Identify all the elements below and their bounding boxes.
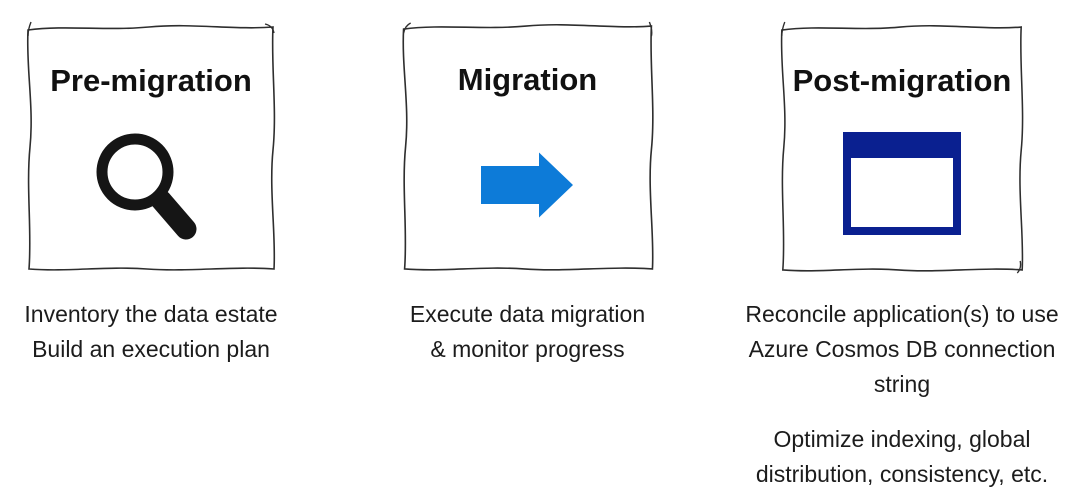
- caption-paragraph: Execute data migration & monitor progres…: [409, 301, 646, 362]
- phase-caption: Reconcile application(s) to use Azure Co…: [742, 297, 1062, 492]
- post-migration-box: Post-migration: [775, 20, 1029, 278]
- sketch-box-border: [401, 21, 654, 271]
- caption-paragraph: Reconcile application(s) to use Azure Co…: [745, 301, 1059, 397]
- phase-title: Post-migration: [792, 63, 1012, 98]
- pre-migration-box: Pre-migration: [21, 20, 281, 277]
- caption-paragraph: Inventory the data estate Build an execu…: [24, 301, 278, 362]
- column-post-migration: Post-migration Reconcile application(s) …: [742, 0, 1062, 493]
- column-migration: Migration Execute data migration & monit…: [380, 0, 675, 493]
- column-pre-migration: Pre-migration Inventory the data estate …: [0, 0, 302, 493]
- phase-title: Pre-migration: [50, 63, 252, 98]
- application-window-icon: [843, 132, 961, 235]
- phase-title: Migration: [457, 62, 598, 97]
- caption-paragraph: Optimize indexing, global distribution, …: [755, 426, 1049, 487]
- migration-box: Migration: [396, 19, 659, 277]
- phase-caption: Execute data migration & monitor progres…: [380, 297, 675, 367]
- magnifying-glass-icon: [96, 133, 197, 240]
- right-arrow-icon: [481, 152, 573, 218]
- phase-caption: Inventory the data estate Build an execu…: [0, 297, 302, 367]
